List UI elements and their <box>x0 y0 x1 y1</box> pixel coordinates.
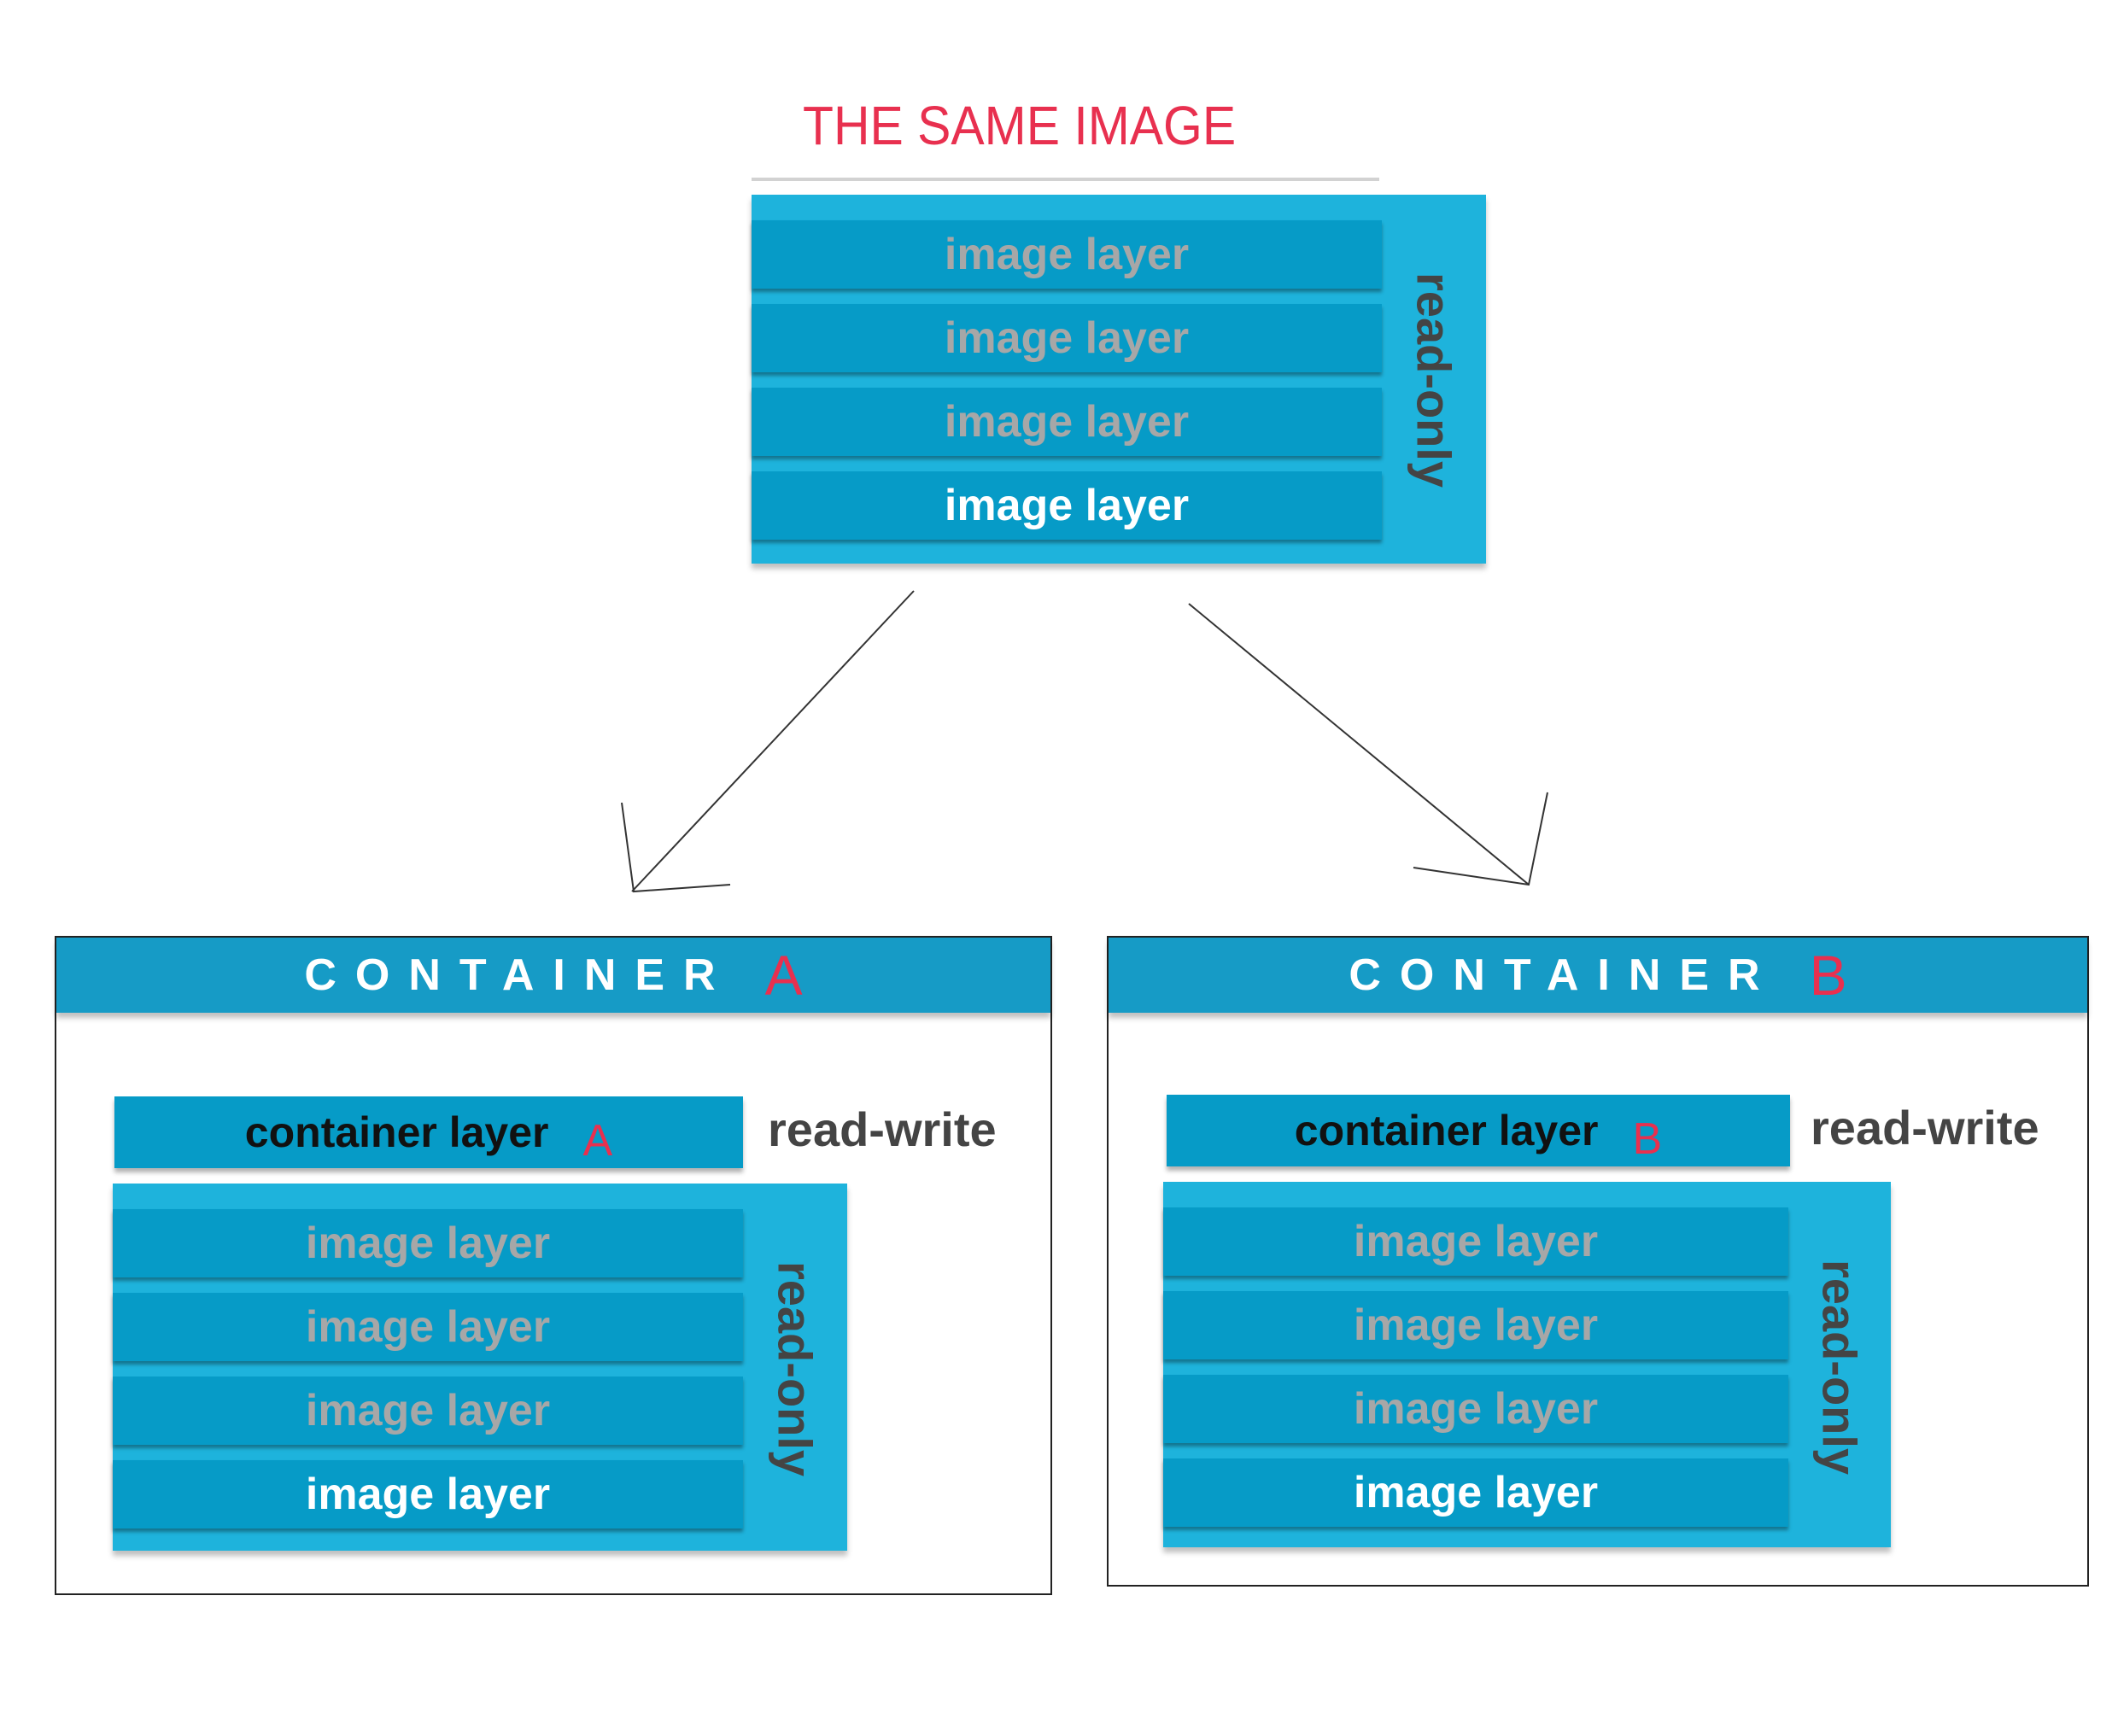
container-id-letter: A <box>764 944 803 1007</box>
image-stack: image layer image layer image layer imag… <box>113 1184 847 1551</box>
image-layer: image layer <box>1163 1375 1788 1443</box>
diagram-title: THE SAME IMAGE <box>803 95 1237 156</box>
image-layer: image layer <box>113 1377 743 1445</box>
image-layer: image layer <box>752 304 1382 372</box>
container-title: CONTAINER <box>304 950 734 1000</box>
container-layer-letter: B <box>1632 1114 1663 1164</box>
title-divider <box>752 178 1379 181</box>
image-layer: image layer <box>752 220 1382 289</box>
read-write-label: read-write <box>768 1102 997 1156</box>
arrow-to-container-a <box>631 590 915 892</box>
container-a-header: CONTAINER A <box>56 938 1050 1013</box>
container-a: CONTAINER A container layer A read-write… <box>55 936 1052 1595</box>
container-b-header: CONTAINER B <box>1109 938 2087 1013</box>
image-layer: image layer <box>113 1209 743 1277</box>
container-b: CONTAINER B container layer B read-write… <box>1107 936 2089 1587</box>
read-only-label: read-only <box>1407 272 1461 488</box>
image-layer: image layer <box>1163 1458 1788 1527</box>
container-layer-letter: A <box>582 1116 613 1166</box>
image-layer: image layer <box>113 1293 743 1361</box>
container-id-letter: B <box>1809 944 1847 1007</box>
image-layer: image layer <box>1163 1207 1788 1276</box>
arrowhead-a <box>621 802 731 893</box>
read-only-label: read-only <box>1812 1259 1867 1476</box>
read-only-label: read-only <box>768 1260 822 1477</box>
image-stack: image layer image layer image layer imag… <box>752 195 1486 564</box>
image-layer: image layer <box>752 388 1382 456</box>
read-write-label: read-write <box>1811 1101 2039 1154</box>
container-layer: container layer A <box>114 1096 743 1168</box>
container-layer-label: container layer <box>244 1108 549 1156</box>
arrowhead-b <box>1413 792 1548 886</box>
container-title: CONTAINER <box>1349 950 1779 1000</box>
image-stack: image layer image layer image layer imag… <box>1163 1182 1891 1547</box>
image-layer: image layer <box>752 471 1382 540</box>
image-layer: image layer <box>113 1460 743 1528</box>
image-layer: image layer <box>1163 1291 1788 1359</box>
container-layer-label: container layer <box>1294 1107 1599 1154</box>
container-layer: container layer B <box>1167 1095 1790 1166</box>
arrow-to-container-b <box>1188 603 1530 886</box>
